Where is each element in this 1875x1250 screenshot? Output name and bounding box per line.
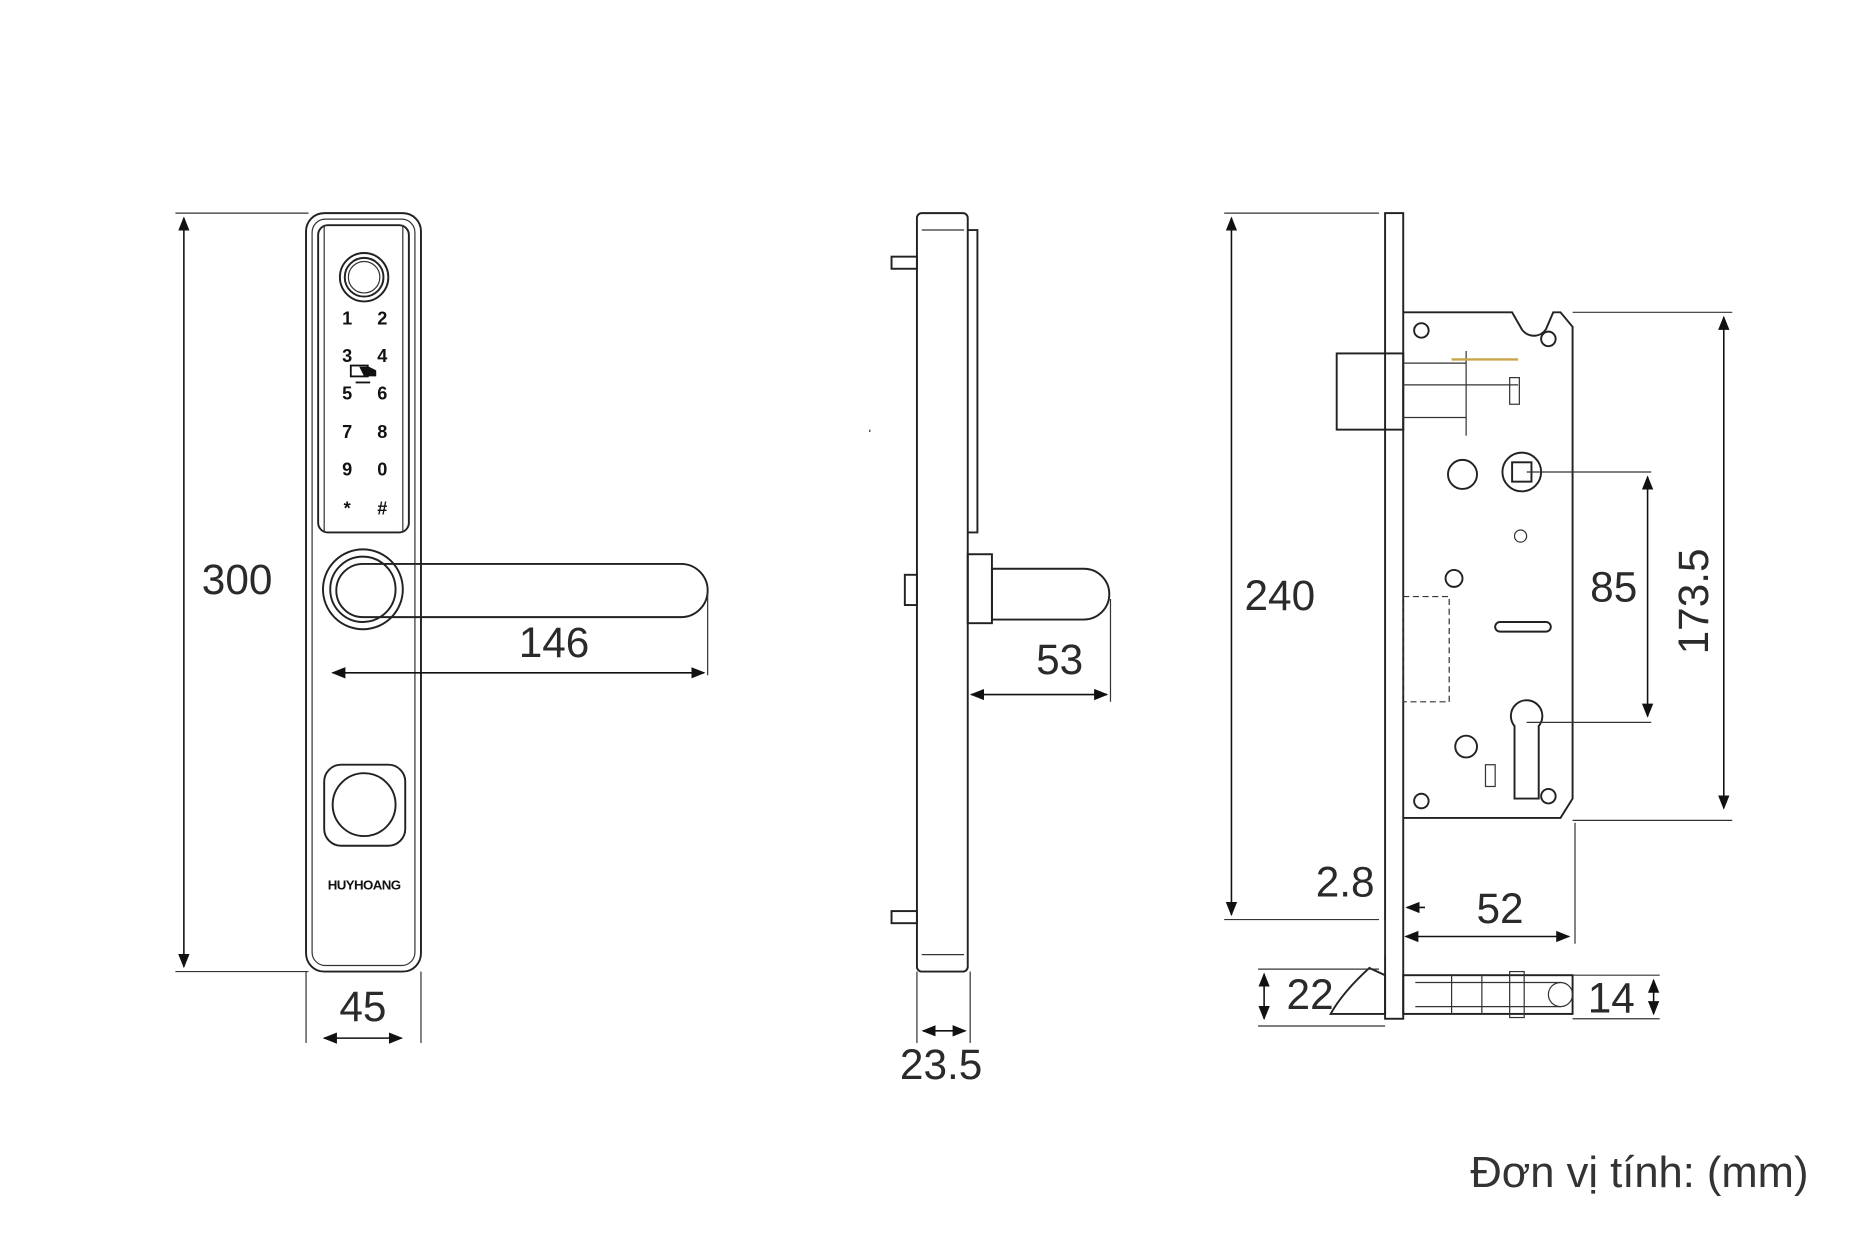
unit-note: Đơn vị tính: (mm) <box>1470 1149 1808 1197</box>
card-reader-icon <box>349 364 377 384</box>
front-plate <box>305 212 422 973</box>
key-9: 9 <box>342 460 352 480</box>
mortise-top-view <box>1329 966 1574 1019</box>
dim-label-width: 45 <box>339 983 386 1030</box>
brand-logo: HUYHOANG <box>328 877 401 892</box>
dim-label-body-width: 14 <box>1588 975 1635 1022</box>
handle-front <box>322 548 709 631</box>
mortise-case <box>1403 311 1574 819</box>
dim-label-handle-projection: 53 <box>1036 636 1083 683</box>
key-hash: # <box>377 498 387 518</box>
faceplate <box>1384 212 1405 1020</box>
key-4: 4 <box>377 346 387 366</box>
dim-label-handle-length: 146 <box>519 619 590 666</box>
key-1: 1 <box>342 308 352 328</box>
key-2: 2 <box>377 308 387 328</box>
keypad-panel <box>317 224 410 534</box>
dim-label-backset: 52 <box>1476 885 1523 932</box>
key-5: 5 <box>342 383 352 403</box>
key-6: 6 <box>377 383 387 403</box>
keypad: 1 2 3 4 5 6 7 8 9 0 * # <box>342 308 387 518</box>
key-8: 8 <box>377 422 387 442</box>
handle-side <box>990 567 1111 621</box>
dim-label-thickness: 23.5 <box>900 1041 982 1088</box>
key-3: 3 <box>342 346 352 366</box>
latch-bolt <box>1335 352 1405 431</box>
key-0: 0 <box>377 460 387 480</box>
fingerprint-sensor-icon <box>338 252 390 303</box>
key-7: 7 <box>342 422 352 442</box>
dim-label-mortise-height: 240 <box>1245 572 1316 619</box>
dim-label-center-distance: 85 <box>1590 563 1637 610</box>
key-cylinder <box>323 763 407 847</box>
side-view: 53 23.5 <box>869 212 1112 1088</box>
dim-label-faceplate-width: 22 <box>1287 971 1334 1018</box>
mortise-view: 240 173.5 85 2.8 52 <box>1224 212 1733 1027</box>
key-star: * <box>344 498 352 518</box>
dim-label-height: 300 <box>202 556 273 603</box>
side-body <box>915 212 969 973</box>
front-view: 1 2 3 4 5 6 7 8 9 0 * # HUYHOANG <box>175 212 709 1044</box>
dim-label-total-height: 173.5 <box>1670 548 1717 654</box>
dim-label-faceplate-thickness: 2.8 <box>1316 859 1375 906</box>
cylinder-hole <box>1509 699 1544 800</box>
